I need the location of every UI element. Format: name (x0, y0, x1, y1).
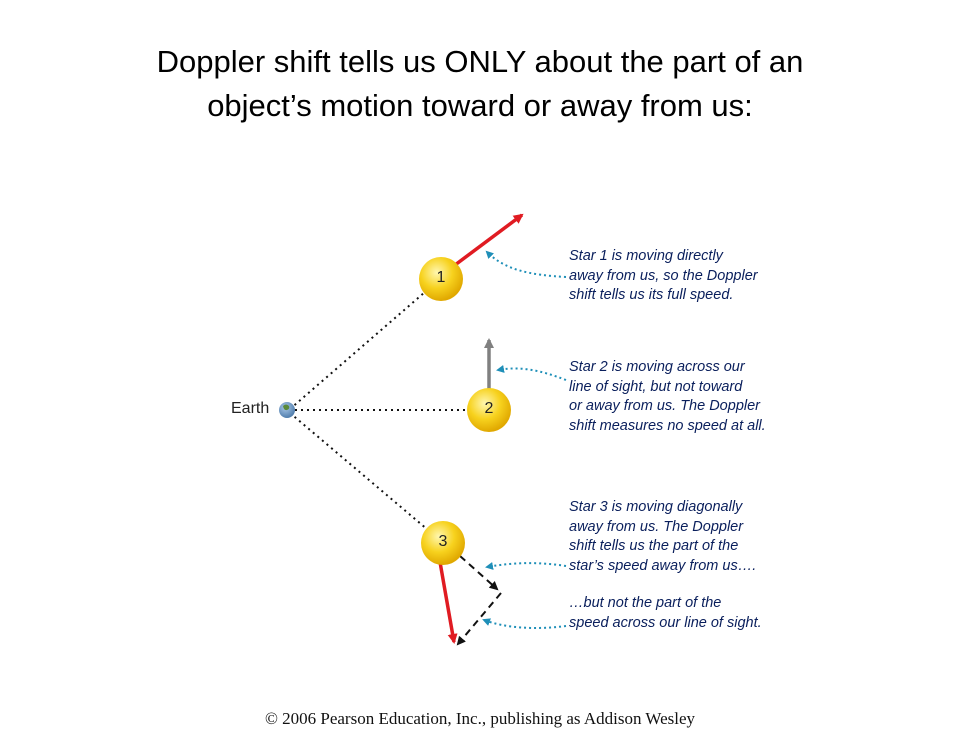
annotation-star3a: Star 3 is moving diagonally away from us… (569, 498, 756, 576)
star-2 (467, 388, 511, 432)
slide-title: Doppler shift tells us ONLY about the pa… (0, 40, 960, 128)
annotation-star3a-line: star’s speed away from us…. (569, 557, 757, 574)
star-3 (421, 521, 465, 565)
annotation-star1-line: away from us, so the Doppler (569, 267, 758, 284)
annotation-star2-line: or away from us. The Doppler (569, 398, 760, 414)
annotation-star3a-line: shift tells us the part of the (569, 538, 739, 554)
pointer-star2 (496, 364, 567, 381)
star-3-label: 3 (438, 533, 448, 550)
sightline-star1 (289, 291, 426, 410)
annotation-star1: Star 1 is moving directly away from us, … (569, 247, 758, 306)
annotation-star3b-line: …but not the part of the (569, 595, 722, 611)
title-line-2: object’s motion toward or away from us: (207, 88, 753, 123)
star-1 (419, 257, 463, 301)
earth-continent (283, 404, 290, 411)
annotation-star2-line: Star 2 is moving across our (569, 359, 745, 375)
annotation-star2: Star 2 is moving across our line of sigh… (569, 358, 766, 436)
star3-transverse-component (456, 592, 502, 646)
annotation-star2-line: shift measures no speed at all. (569, 417, 766, 434)
star3-velocity-arrow (438, 561, 458, 644)
sightline-star3 (289, 412, 429, 531)
annotation-star3a-line: away from us. The Doppler (569, 518, 744, 535)
annotation-star2-line: line of sight, but not toward (569, 378, 743, 395)
annotation-star1-line: shift tells us its full speed. (569, 287, 734, 303)
star3-radial-component (459, 555, 499, 591)
copyright-notice: © 2006 Pearson Education, Inc., publishi… (264, 709, 696, 728)
pointer-star1 (485, 250, 567, 278)
annotation-star3b: …but not the part of the speed across ou… (569, 594, 762, 633)
earth-label: Earth (231, 400, 270, 417)
star-1-label: 1 (436, 269, 446, 286)
title-line-1: Doppler shift tells us ONLY about the pa… (156, 44, 804, 79)
pointer-star3a (485, 562, 567, 570)
annotation-star3a-line: Star 3 is moving diagonally (569, 499, 743, 515)
annotation-star3b-line: speed across our line of sight. (569, 614, 762, 631)
star1-velocity-arrow (453, 213, 524, 267)
pointer-star3b (482, 618, 567, 629)
annotation-star1-line: Star 1 is moving directly (569, 248, 723, 264)
star-2-label: 2 (484, 400, 494, 417)
